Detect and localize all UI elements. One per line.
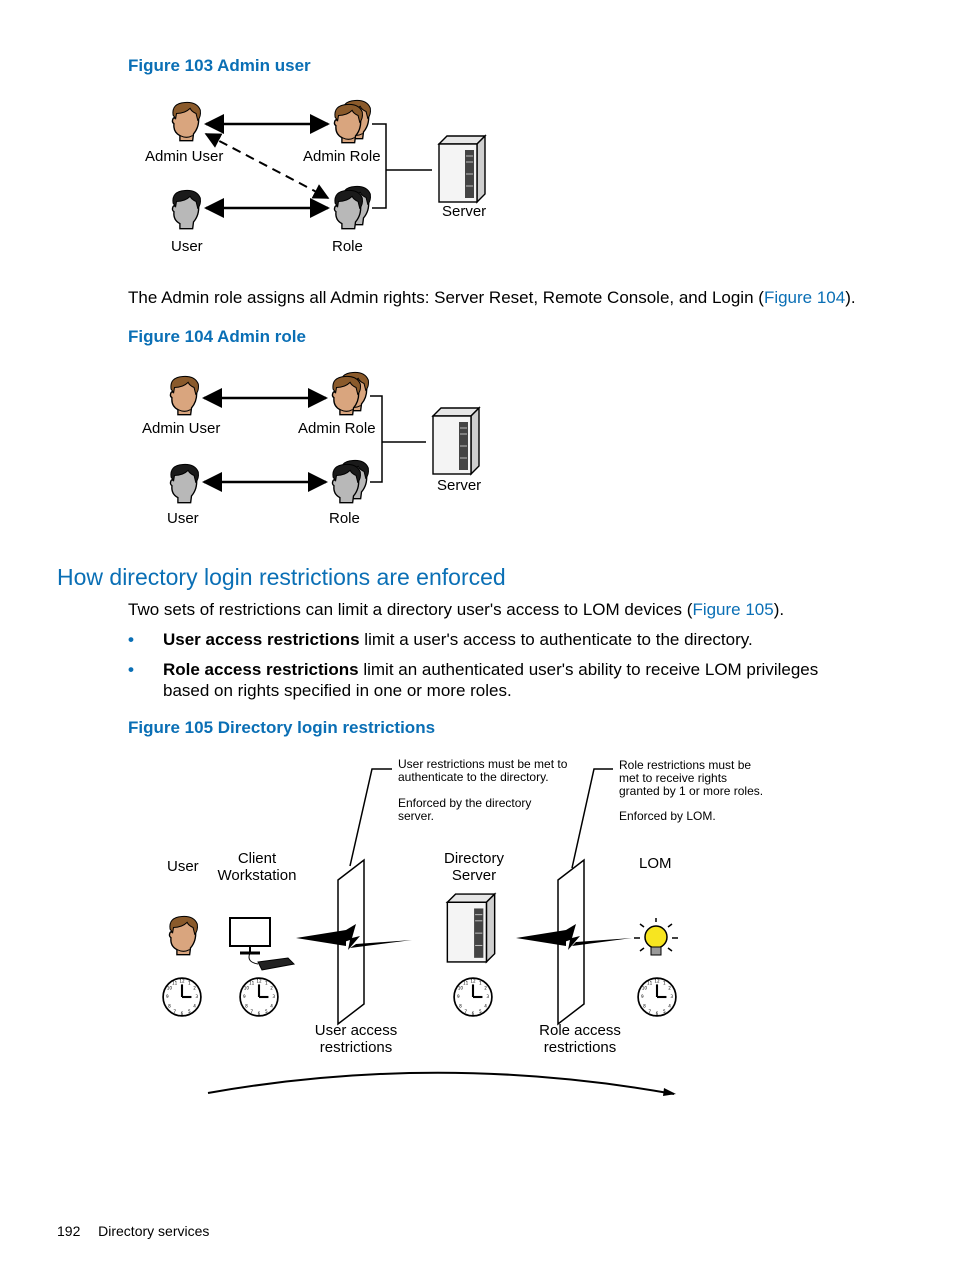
user-icon bbox=[168, 915, 199, 956]
footer-section-title: Directory services bbox=[98, 1223, 210, 1239]
admin-user-label: Admin User bbox=[145, 148, 224, 165]
admin-user-label: Admin User bbox=[142, 420, 221, 437]
lom-bulb-icon bbox=[634, 918, 678, 956]
clock-icon bbox=[637, 977, 677, 1017]
page-footer: 192 Directory services bbox=[57, 1223, 209, 1239]
role-restrictions-note: Role restrictions must be met to receive… bbox=[619, 758, 764, 798]
client-workstation-icon bbox=[229, 917, 296, 971]
figure-104-link[interactable]: Figure 104 bbox=[763, 288, 846, 307]
directory-server-label: Directory Server bbox=[443, 850, 504, 884]
admin-role-label: Admin Role bbox=[303, 148, 381, 165]
directory-server-icon bbox=[446, 893, 496, 963]
user-restrictions-note: User restrictions must be met to authent… bbox=[398, 757, 568, 784]
flow-arrow bbox=[207, 1071, 675, 1095]
figure-104-caption: Figure 104 Admin role bbox=[128, 327, 306, 346]
server-label: Server bbox=[442, 203, 487, 220]
lom-label: LOM bbox=[639, 855, 672, 872]
bullet-list: • User access restrictions limit a user'… bbox=[128, 629, 858, 701]
section-heading: How directory login restrictions are enf… bbox=[57, 564, 506, 590]
server-label: Server bbox=[437, 477, 482, 494]
clock-icon bbox=[453, 977, 493, 1017]
figure-105-link[interactable]: Figure 105 bbox=[692, 600, 774, 619]
user-label: User bbox=[167, 510, 199, 527]
clock-icon bbox=[162, 977, 202, 1017]
client-workstation-label: Client Workstation bbox=[217, 850, 297, 884]
clock-icon bbox=[239, 977, 279, 1017]
list-item: • User access restrictions limit a user'… bbox=[128, 630, 753, 649]
page-number: 192 bbox=[57, 1223, 81, 1239]
user-label: User bbox=[167, 858, 199, 875]
figure-103-caption: Figure 103 Admin user bbox=[128, 56, 311, 75]
bullet-icon: • bbox=[128, 660, 134, 679]
list-item: • Role access restrictions limit an auth… bbox=[128, 660, 819, 700]
user-restrictions-enforced-note: Enforced by the directory server. bbox=[398, 796, 532, 823]
role-label: Role bbox=[332, 238, 363, 255]
user-label: User bbox=[171, 238, 203, 255]
role-access-restrictions-label: Role access restrictions bbox=[539, 1022, 621, 1056]
figure-105-caption: Figure 105 Directory login restrictions bbox=[128, 718, 436, 737]
user-access-restrictions-label: User access restrictions bbox=[314, 1022, 398, 1056]
role-restrictions-enforced-note: Enforced by LOM. bbox=[619, 809, 716, 823]
admin-role-label: Admin Role bbox=[298, 420, 376, 437]
admin-role-paragraph: The Admin role assigns all Admin rights:… bbox=[128, 288, 856, 307]
role-label: Role bbox=[329, 510, 360, 527]
bullet-icon: • bbox=[128, 630, 134, 649]
section-intro: Two sets of restrictions can limit a dir… bbox=[128, 600, 785, 619]
